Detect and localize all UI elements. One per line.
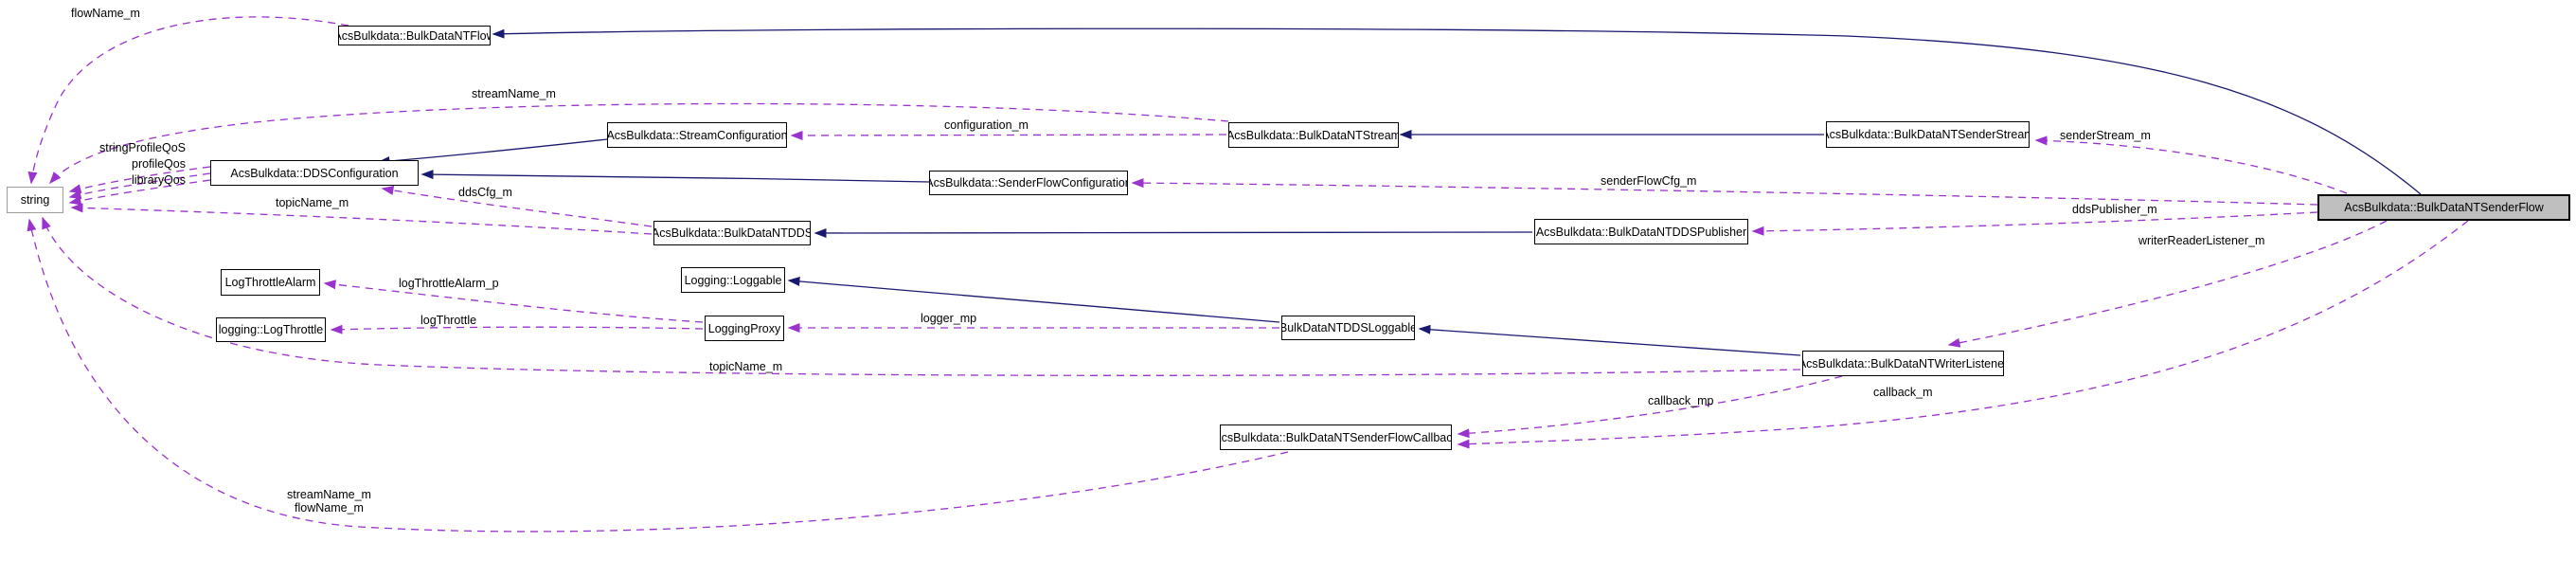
node-ddsconfiguration[interactable]: AcsBulkdata::DDSConfiguration <box>210 160 419 186</box>
edge-logthrottle <box>330 324 704 334</box>
node-loggable[interactable]: Logging::Loggable <box>681 267 785 293</box>
edge-label-streamname-m-bottom: streamName_m <box>287 488 371 501</box>
edge-writerlistener-to-ddsloggable <box>1418 324 1801 356</box>
node-bulkdatantdds[interactable]: AcsBulkdata::BulkDataNTDDS <box>653 221 811 245</box>
edge-label-callback-mp: callback_mp <box>1648 394 1714 407</box>
edge-label-libraryqos: libraryQos <box>132 173 186 187</box>
node-string: string <box>7 187 63 213</box>
node-bulkdatantflow[interactable]: AcsBulkdata::BulkDataNTFlow <box>338 26 491 45</box>
edge-label-qos-block: stringProfileQoS profileQos libraryQos <box>83 140 186 189</box>
node-logthrottle[interactable]: logging::LogThrottle <box>216 317 326 342</box>
edge-streamflow-bottom-to-string <box>27 218 1289 533</box>
node-senderflowconfiguration[interactable]: AcsBulkdata::SenderFlowConfiguration <box>929 171 1128 195</box>
edge-label-profileqos: profileQos <box>132 157 186 171</box>
edge-ddspublisher-m <box>1751 211 2318 236</box>
edge-topicname-upper-to-string <box>70 203 653 235</box>
node-logthrottlealarm[interactable]: LogThrottleAlarm <box>221 269 320 296</box>
edge-label-streamname-m-top: streamName_m <box>472 87 556 100</box>
edge-ddsloggable-to-loggable <box>787 276 1280 323</box>
edge-ddscfg-to-ddsconfig <box>381 186 653 227</box>
edge-logthrottlealarm-p <box>323 280 704 323</box>
edge-label-writerreaderlistener-m: writerReaderListener_m <box>2138 234 2265 247</box>
edge-label-topicname-m-lower: topicName_m <box>709 360 783 373</box>
edge-topicname-lower-to-string <box>42 216 1801 376</box>
node-bulkdatantsenderstream[interactable]: AcsBulkdata::BulkDataNTSenderStream <box>1826 121 2030 148</box>
edge-flowname-to-string <box>27 16 349 185</box>
edge-writerreaderlistener <box>1947 220 2388 348</box>
edge-label-senderstream-m: senderStream_m <box>2060 129 2151 142</box>
node-streamconfiguration[interactable]: AcsBulkdata::StreamConfiguration <box>607 122 787 148</box>
edge-qos3-to-string <box>68 179 211 206</box>
edge-streamconfig-to-ddsconfig <box>377 138 608 167</box>
edge-senderflowconfig-to-ddsconfig <box>420 170 930 183</box>
edge-label-callback-m: callback_m <box>1873 386 1933 399</box>
edge-senderflowcfg <box>1131 178 2318 206</box>
edge-senderstream-m <box>2034 135 2348 194</box>
edge-label-ddscfg-m: ddsCfg_m <box>458 186 512 199</box>
edge-label-streamflow-bottom-block: streamName_m flowName_m <box>279 488 379 515</box>
edge-label-logthrottle: logThrottle <box>420 314 477 327</box>
edge-label-stringprofileqos: stringProfileQoS <box>98 141 186 154</box>
edge-senderflow-to-flow <box>492 27 2422 195</box>
edge-label-ddspublisher-m: ddsPublisher_m <box>2072 203 2157 216</box>
edge-label-flowname-m-top: flowName_m <box>71 7 140 20</box>
edge-label-configuration-m: configuration_m <box>944 118 1029 132</box>
node-loggingproxy[interactable]: LoggingProxy <box>705 316 784 341</box>
node-bulkdatantstream[interactable]: AcsBulkdata::BulkDataNTStream <box>1228 122 1399 148</box>
edge-callback-mp <box>1457 375 1843 439</box>
edge-ddspublisher-to-ntdds <box>814 227 1533 238</box>
edge-label-logthrottlealarm-p: logThrottleAlarm_p <box>399 277 499 290</box>
edge-label-senderflowcfg-m: senderFlowCfg_m <box>1601 174 1697 188</box>
node-bulkdatantsenderflowcallback[interactable]: AcsBulkdata::BulkDataNTSenderFlowCallbac… <box>1220 424 1452 450</box>
edge-callback-m <box>1457 220 2469 449</box>
edge-label-topicname-m-upper: topicName_m <box>276 196 349 209</box>
edge-label-flowname-m-bottom: flowName_m <box>295 501 364 515</box>
node-bulkdatantddsloggable[interactable]: BulkDataNTDDSLoggable <box>1281 316 1415 340</box>
node-bulkdatantwriterlistener[interactable]: AcsBulkdata::BulkDataNTWriterListener <box>1802 351 2004 376</box>
edge-label-logger-mp: logger_mp <box>921 312 977 325</box>
edge-qos2-to-string <box>68 172 211 200</box>
node-bulkdatantsenderflow-current: AcsBulkdata::BulkDataNTSenderFlow <box>2317 194 2570 221</box>
edge-qos1-to-string <box>68 166 211 194</box>
node-bulkdatantddspublisher[interactable]: AcsBulkdata::BulkDataNTDDSPublisher <box>1534 219 1748 244</box>
